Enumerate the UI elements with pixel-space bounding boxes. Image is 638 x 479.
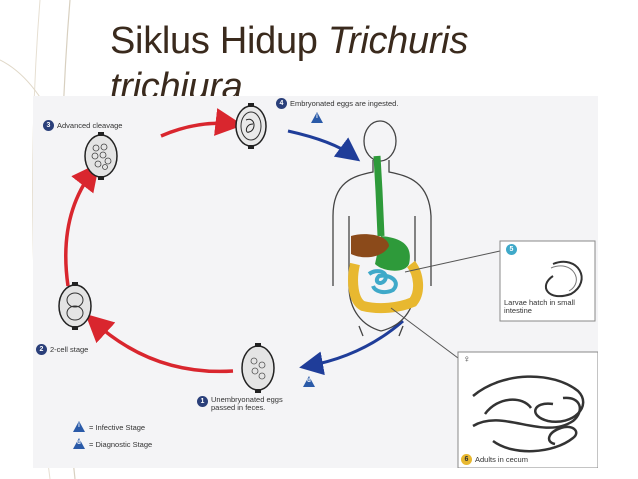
legend-diagnostic-label: = Diagnostic Stage: [89, 440, 153, 449]
infective-marker-letter: i: [316, 114, 318, 120]
legend-infective-letter: i: [78, 423, 80, 429]
inset-adults: [457, 351, 598, 468]
stage-label-2: 2-cell stage: [50, 345, 89, 354]
egg-2-cell: [58, 282, 92, 330]
stage-badge-1: 1: [197, 396, 208, 407]
colon: [348, 260, 423, 314]
egg-unembryonated: [241, 343, 275, 393]
arrow-feces-passed: [299, 319, 404, 376]
stage-badge-3: 3: [43, 120, 54, 131]
small-intestine: [367, 269, 398, 295]
liver: [351, 234, 389, 258]
legend-diagnostic-letter: d: [77, 440, 81, 446]
title-genus: Trichuris: [327, 20, 469, 62]
infective-stage-marker: i: [311, 112, 323, 123]
stage-badge-5: 5: [506, 244, 517, 255]
adult-worms: [472, 375, 585, 453]
esophagus: [373, 155, 385, 237]
egg-advanced-cleavage: [84, 132, 118, 180]
female-symbol: ♀: [463, 354, 471, 365]
stage-label-4: Embryonated eggs are ingested.: [290, 99, 399, 108]
diagnostic-stage-marker: d: [303, 376, 315, 387]
title-text: Siklus Hidup: [110, 20, 328, 62]
arrow-unembryonated-to-2cell: [85, 313, 234, 374]
stage-label-6: Adults in cecum: [475, 455, 528, 464]
arrow-ingestion: [287, 129, 361, 162]
diagnostic-marker-letter: d: [307, 378, 311, 384]
arrow-2cell-to-cleavage: [64, 162, 100, 287]
legend-diagnostic-marker: d: [73, 438, 85, 449]
egg-embryonated: [235, 103, 267, 149]
stage-label-3: Advanced cleavage: [57, 121, 123, 130]
life-cycle-illustration: [58, 103, 598, 468]
legend-infective-label: = Infective Stage: [89, 423, 146, 432]
legend-infective-marker: i: [73, 421, 85, 432]
stage-badge-6: 6: [461, 454, 472, 465]
stage-badge-2: 2: [36, 344, 47, 355]
stage-label-5: Larvae hatch in small intestine: [504, 298, 575, 315]
life-cycle-diagram: 4 Embryonated eggs are ingested. i 3 Adv…: [33, 96, 598, 468]
stage-label-1: Unembryonated eggs passed in feces.: [211, 395, 283, 412]
stage-badge-4: 4: [276, 98, 287, 109]
arrow-cleavage-to-embryonated: [160, 108, 244, 138]
